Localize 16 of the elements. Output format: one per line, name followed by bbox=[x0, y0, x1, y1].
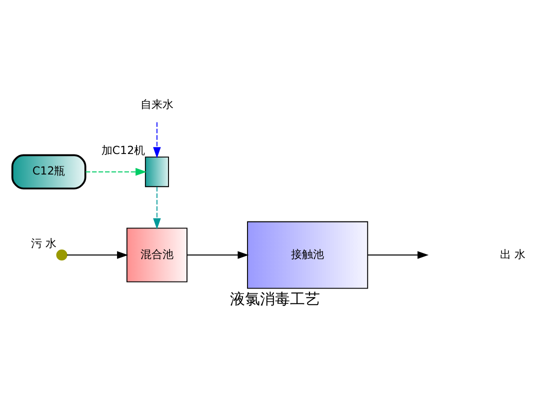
arrow bbox=[66, 250, 128, 258]
node-box: C12瓶 bbox=[11, 154, 86, 189]
node-label: 污 水 bbox=[31, 236, 57, 250]
arrow bbox=[367, 250, 429, 258]
node-label: 加C12机 bbox=[101, 143, 146, 156]
arrow bbox=[85, 167, 147, 176]
arrow bbox=[153, 121, 161, 158]
node-circle bbox=[56, 248, 68, 260]
node-box: 混合池 bbox=[126, 227, 188, 282]
diagram-title: 液氯消毒工艺 bbox=[230, 290, 320, 308]
node-box bbox=[144, 156, 169, 187]
arrow bbox=[153, 186, 161, 229]
node-text: 自来水 bbox=[140, 98, 174, 111]
arrow bbox=[186, 250, 249, 258]
node-box: 接触池 bbox=[247, 220, 368, 288]
label: 出 水 bbox=[500, 247, 526, 260]
